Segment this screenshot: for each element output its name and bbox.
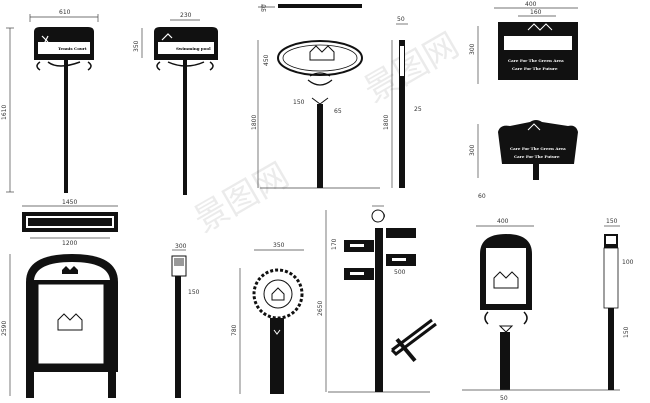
- dim-150-d: 150: [623, 326, 630, 338]
- dim-450: 450: [263, 54, 270, 66]
- dim-2650: 2650: [317, 301, 324, 316]
- dim-1200: 1200: [62, 240, 77, 247]
- notice-board: 1450 1200 2590: [1, 199, 118, 398]
- care-sign-b: 300 Care For The Green Area Care For The…: [469, 120, 578, 200]
- care-b-line2: Care For The Future: [514, 154, 560, 159]
- dim-170: 170: [331, 238, 338, 250]
- dim-100: 100: [622, 259, 634, 266]
- dim-300-c: 300: [175, 243, 187, 250]
- dim-150-b: 150: [188, 289, 200, 296]
- slim-post: 300 150: [171, 243, 200, 398]
- dim-60: 60: [478, 193, 486, 200]
- watermark-text-top: 景图网: [357, 25, 465, 111]
- swimming-pool-sign: 230 350 Swimming pool: [133, 12, 218, 195]
- dim-160: 160: [530, 9, 542, 16]
- care-b-line1: Care For The Green Area: [510, 146, 566, 151]
- dim-300-a: 300: [469, 43, 476, 55]
- dim-1800-b: 1800: [383, 115, 390, 130]
- care-sign-a: 400 160 300 Care For The Green Area Care…: [469, 1, 578, 84]
- dim-150-c: 150: [606, 218, 618, 225]
- dim-25: 25: [414, 106, 422, 113]
- dim-65: 65: [334, 108, 342, 115]
- care-a-line2: Care For The Future: [512, 66, 558, 71]
- dim-780: 780: [231, 324, 238, 336]
- arched-post-sign: 400 50: [462, 218, 620, 402]
- dim-350-a: 350: [133, 40, 140, 52]
- tall-slim-sign: 150 100 150: [603, 218, 634, 390]
- watermark-text-bottom: 景图网: [187, 155, 295, 241]
- dim-1610: 1610: [1, 105, 8, 120]
- dim-350-b: 350: [273, 242, 285, 249]
- dim-300-b: 300: [469, 144, 476, 156]
- oval-sign-front: 50 450 1800 150 65: [251, 4, 380, 189]
- dim-400-b: 400: [497, 218, 509, 225]
- directional-sign: 180 2650 170 500: [317, 205, 437, 393]
- dim-50-top: 50: [261, 4, 268, 12]
- dim-50-b: 50: [397, 16, 405, 23]
- dim-1450: 1450: [62, 199, 77, 206]
- dim-230: 230: [180, 12, 192, 19]
- tennis-court-label: Tennis Court: [58, 46, 87, 51]
- dim-610: 610: [59, 9, 71, 16]
- dim-150-a: 150: [293, 99, 305, 106]
- dim-1800-a: 1800: [251, 115, 258, 130]
- dim-400-a: 400: [525, 1, 537, 8]
- care-a-line1: Care For The Green Area: [508, 58, 564, 63]
- tennis-court-sign: 610 1610 Tennis Court: [1, 9, 99, 193]
- oval-sign-side: 50 1800 25: [383, 16, 422, 188]
- dim-50-c: 50: [500, 395, 508, 402]
- dim-500: 500: [394, 269, 406, 276]
- round-emblem-post: 350 780: [231, 242, 304, 394]
- swimming-pool-label: Swimming pool: [176, 46, 211, 51]
- dim-2590: 2590: [1, 321, 8, 336]
